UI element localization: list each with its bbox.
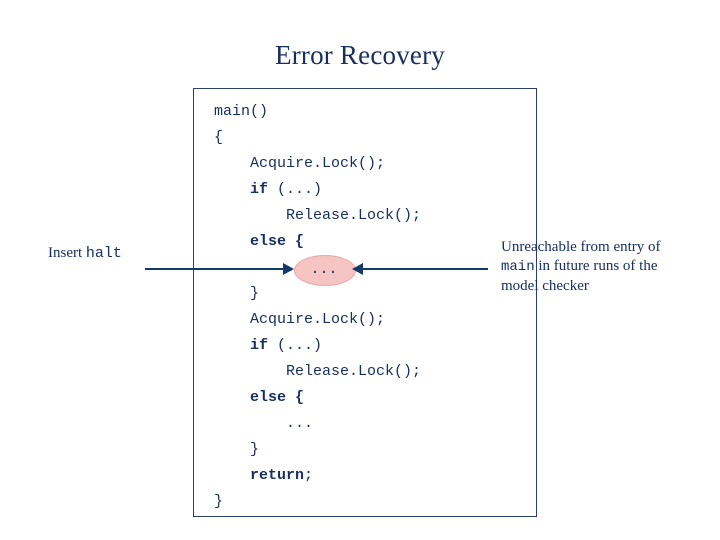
- code-line: Acquire.Lock();: [214, 307, 538, 333]
- annotation-line-1: Unreachable from entry of: [501, 239, 661, 255]
- code-token: Acquire.Lock();: [250, 155, 386, 172]
- annotation-arrow-line: [362, 268, 488, 270]
- code-line: }: [214, 489, 538, 515]
- code-token: return: [250, 467, 305, 484]
- insert-halt-label: Insert halt: [48, 245, 122, 262]
- highlighted-code-token: ...: [310, 261, 338, 278]
- code-line: if (...): [214, 177, 538, 203]
- halt-keyword: halt: [85, 245, 122, 262]
- code-listing: main() { Acquire.Lock(); if (...) Release…: [194, 89, 538, 515]
- annotation-line-2: main in future runs of the: [501, 258, 658, 275]
- code-token: if: [250, 181, 269, 198]
- code-token: }: [214, 493, 224, 510]
- code-line: {: [214, 125, 538, 151]
- code-token: Acquire.Lock();: [250, 311, 386, 328]
- code-line: else {: [214, 385, 538, 411]
- code-token: main(): [214, 103, 269, 120]
- insert-halt-arrow-line: [145, 268, 285, 270]
- code-token: else {: [250, 233, 305, 250]
- insert-word: Insert: [48, 245, 86, 261]
- code-token: (...): [268, 337, 323, 354]
- code-token: else {: [250, 389, 305, 406]
- code-token: ;: [304, 467, 314, 484]
- code-line: ...: [214, 411, 538, 437]
- code-token: Release.Lock();: [286, 207, 422, 224]
- code-token: ...: [286, 415, 314, 432]
- insert-halt-arrow-head-icon: [283, 263, 294, 275]
- code-line: if (...): [214, 333, 538, 359]
- code-line: Release.Lock();: [214, 359, 538, 385]
- code-line: Acquire.Lock();: [214, 151, 538, 177]
- code-token: }: [250, 285, 260, 302]
- code-line: main(): [214, 99, 538, 125]
- code-token: Release.Lock();: [286, 363, 422, 380]
- code-token: (...): [268, 181, 323, 198]
- code-token: {: [214, 129, 224, 146]
- annotation-arrow-head-icon: [352, 263, 363, 275]
- code-line: Release.Lock();: [214, 203, 538, 229]
- code-listing-box: main() { Acquire.Lock(); if (...) Release…: [193, 88, 537, 517]
- code-line: }: [214, 437, 538, 463]
- annotation-line-3: model checker: [501, 278, 589, 294]
- page-title: Error Recovery: [275, 40, 445, 70]
- code-token: }: [250, 441, 260, 458]
- annotation-text: Unreachable from entry of main in future …: [501, 238, 711, 296]
- code-line: else {: [214, 229, 538, 255]
- code-line: }: [214, 281, 538, 307]
- main-identifier: main: [501, 259, 535, 275]
- code-token: if: [250, 337, 269, 354]
- code-line: return;: [214, 463, 538, 489]
